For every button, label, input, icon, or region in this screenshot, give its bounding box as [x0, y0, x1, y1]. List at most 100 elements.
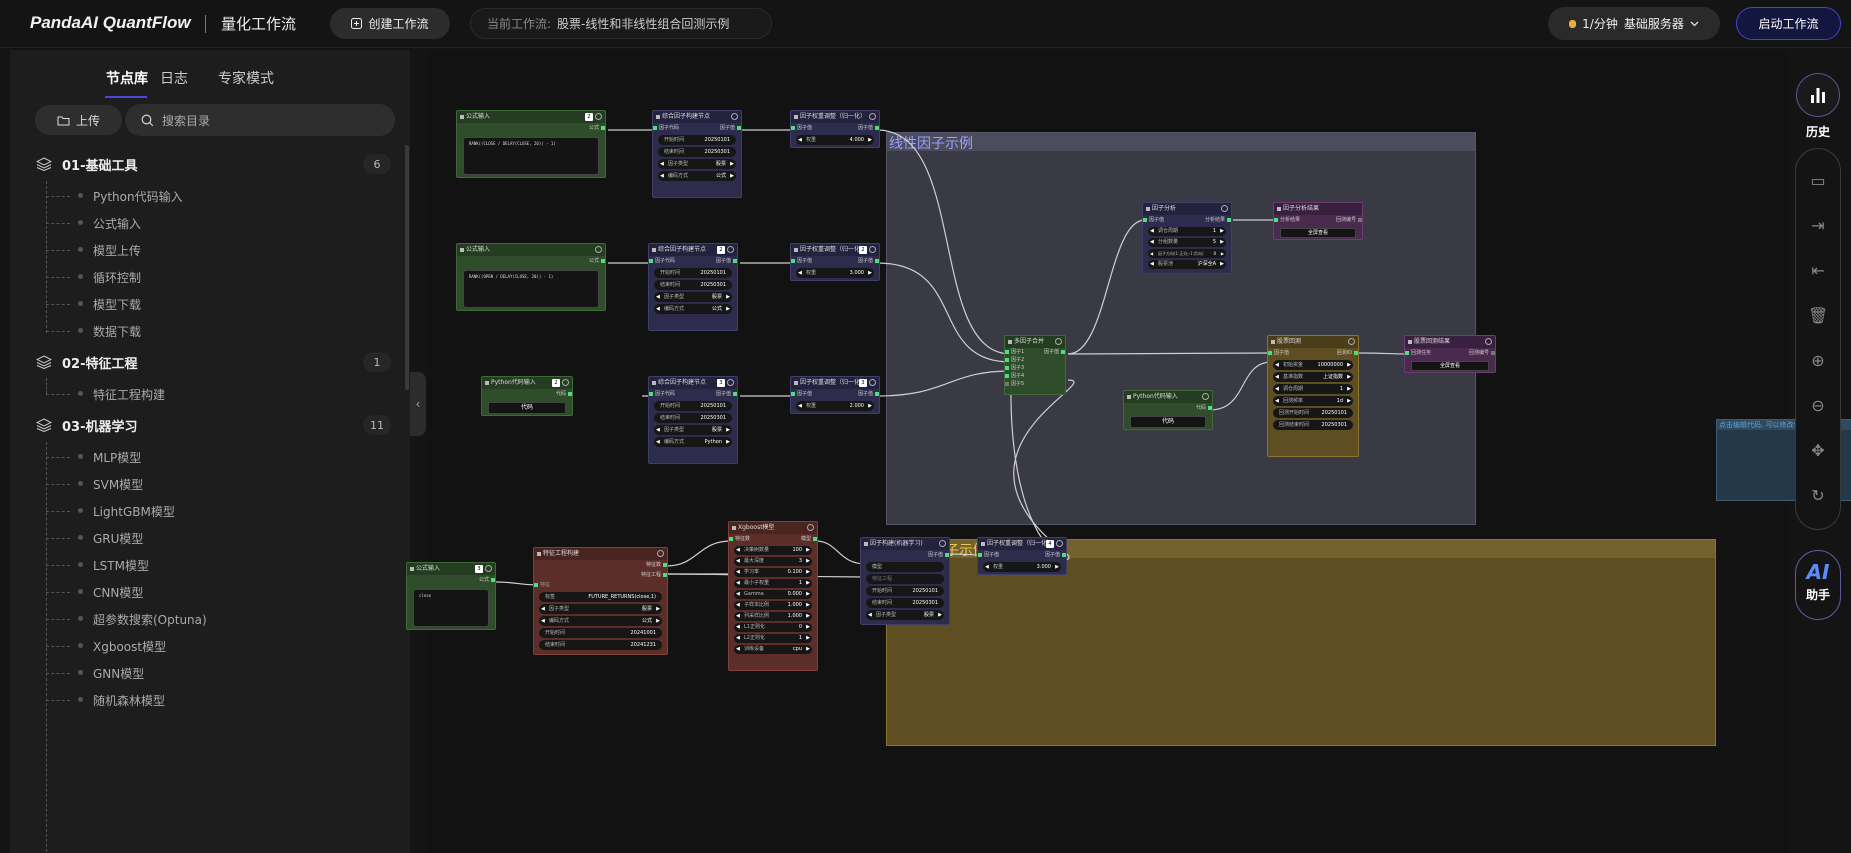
input-port[interactable]	[653, 126, 657, 130]
node-factor-analysis-result[interactable]: 因子分析结果 分析结果回测编号 全屏查看	[1273, 202, 1363, 240]
history-button[interactable]: 历史	[1795, 73, 1841, 140]
fit-view-icon[interactable]: ✥	[1811, 441, 1825, 460]
group-linear[interactable]: 线性因子示例	[886, 132, 1476, 525]
output-port[interactable]	[733, 392, 737, 396]
input-port[interactable]	[1268, 351, 1272, 355]
history-circle[interactable]	[1796, 73, 1840, 117]
input-port[interactable]	[649, 259, 653, 263]
code-button[interactable]: 代码	[1130, 416, 1206, 428]
param-select[interactable]: ◀编码方式公式▶	[658, 171, 736, 181]
trash-icon[interactable]: 🗑	[1808, 306, 1829, 325]
output-port[interactable]	[601, 259, 605, 263]
list-item[interactable]: Xgboost模型	[46, 636, 166, 656]
output-port[interactable]	[737, 126, 741, 130]
zoom-in-icon[interactable]: ⊕	[1811, 351, 1825, 370]
list-item[interactable]: 随机森林模型	[46, 690, 165, 710]
refresh-icon[interactable]	[939, 540, 946, 547]
list-item[interactable]: 模型下载	[46, 294, 141, 314]
output-port[interactable]	[663, 573, 667, 577]
tab-logs[interactable]: 日志	[160, 71, 188, 87]
category-machine-learning[interactable]: 03-机器学习 11	[36, 413, 391, 437]
start-workflow-button[interactable]: 启动工作流	[1736, 7, 1841, 40]
refresh-icon[interactable]	[807, 524, 814, 531]
list-item[interactable]: LSTM模型	[46, 555, 149, 575]
output-port[interactable]	[601, 126, 605, 130]
refresh-icon[interactable]	[869, 113, 876, 120]
refresh-icon[interactable]	[1485, 338, 1492, 345]
refresh-icon[interactable]	[727, 379, 734, 386]
list-item[interactable]: CNN模型	[46, 582, 143, 602]
output-port[interactable]	[1491, 351, 1495, 355]
param-select[interactable]: ◀因子类型股票▶	[539, 604, 662, 614]
export-icon[interactable]: ⇥	[1811, 216, 1825, 235]
formula-editor[interactable]: RANK((CLOSE / DELAY(CLOSE, 20)) - 1)	[463, 137, 599, 175]
output-port[interactable]	[663, 563, 667, 567]
output-port[interactable]	[491, 578, 495, 582]
input-port[interactable]	[791, 392, 795, 396]
list-item[interactable]: 数据下载	[46, 321, 141, 341]
param-select[interactable]: ◀因子类型股票▶	[658, 159, 736, 169]
node-stock-backtest-result[interactable]: 股票回测结果 回测任务回测编号 全屏查看	[1404, 335, 1496, 373]
category-feature-engineering[interactable]: 02-特征工程 1	[36, 350, 391, 374]
ai-assistant-content[interactable]: AI 助手	[1795, 560, 1841, 603]
output-port[interactable]	[1354, 351, 1358, 355]
list-item[interactable]: 特征工程构建	[46, 384, 165, 404]
list-item[interactable]: 模型上传	[46, 240, 141, 260]
param-select[interactable]: ◀因子类型股票▶	[654, 425, 732, 435]
refresh-icon[interactable]	[1056, 540, 1063, 547]
refresh-icon[interactable]	[727, 246, 734, 253]
refresh-icon[interactable]	[657, 550, 664, 557]
node-formula-input-2[interactable]: 公式输入 公式 RANK((OPEN / DELAY(CLOSE, 20)) -…	[456, 243, 606, 311]
input-port[interactable]	[978, 553, 982, 557]
output-port[interactable]	[813, 537, 817, 541]
zoom-out-icon[interactable]: ⊖	[1811, 396, 1825, 415]
param-select[interactable]: ◀基准指数上证指数▶	[1273, 372, 1353, 382]
sidebar-scrollbar[interactable]	[405, 145, 409, 390]
param-select[interactable]: ◀因子类型股票▶	[866, 610, 944, 620]
input-feature[interactable]: 特征工程	[866, 574, 944, 584]
output-port[interactable]	[568, 392, 572, 396]
list-item[interactable]: 循环控制	[46, 267, 141, 287]
refresh-icon[interactable]	[869, 246, 876, 253]
output-port[interactable]	[1358, 218, 1362, 222]
create-workflow-button[interactable]: 创建工作流	[330, 8, 450, 39]
collapse-sidebar-button[interactable]: ‹	[410, 372, 426, 436]
output-port[interactable]	[1062, 553, 1066, 557]
search-input[interactable]: 搜索目录	[125, 104, 395, 136]
input-port[interactable]	[534, 583, 538, 587]
refresh-icon[interactable]	[869, 379, 876, 386]
param-select[interactable]: ◀因子类型股票▶	[654, 292, 732, 302]
